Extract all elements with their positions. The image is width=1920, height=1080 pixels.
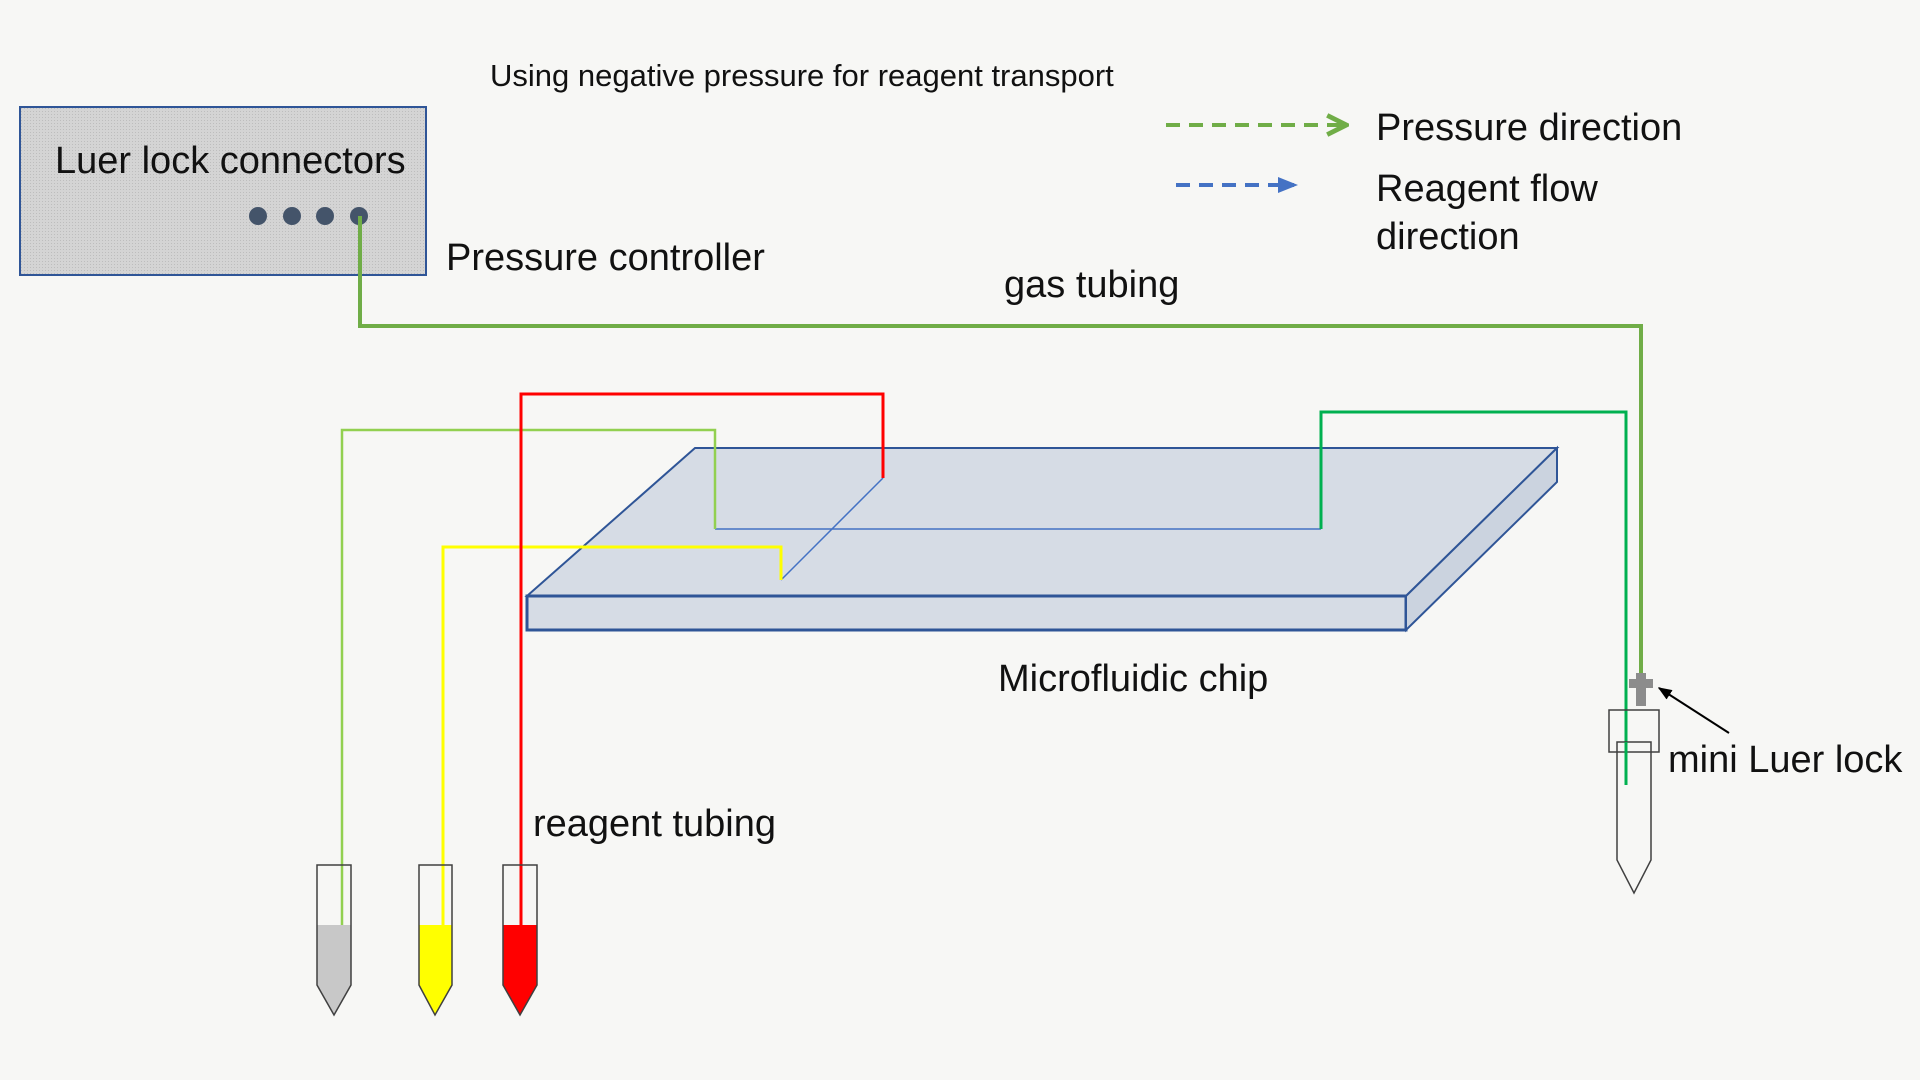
mini-luer-lock (1629, 673, 1653, 706)
mini-luer-lock-label: mini Luer lock (1668, 739, 1903, 781)
gas-tubing-line (358, 216, 1643, 690)
waste-tube (1608, 673, 1660, 895)
reagent-tube-red (502, 864, 538, 1017)
reagent-tubing-label: reagent tubing (533, 803, 776, 845)
red-reagent-tubing (519, 392, 885, 925)
chip-front-face (525, 594, 1408, 632)
luer-connector-2[interactable] (283, 207, 301, 225)
waste-tube-cap (1608, 709, 1660, 753)
reagent-tube-red-outline (502, 864, 538, 1017)
microfluidic-chip-label: Microfluidic chip (998, 658, 1269, 700)
luer-lock-connectors-label: Luer lock connectors (55, 140, 406, 182)
reagent-tube-yellow-outline (418, 864, 453, 1017)
mini-luer-pointer-arrow (1657, 687, 1730, 734)
waste-outlet-tubing (1319, 410, 1628, 785)
diagram-title: Using negative pressure for reagent tran… (490, 58, 1114, 93)
reagent-tube-gray-fill (317, 925, 351, 1015)
luer-connectors (249, 207, 368, 225)
legend-reagent-flow-label-line1: Reagent flow (1376, 168, 1598, 210)
microfluidic-chip (524, 445, 1560, 633)
reagent-tube-yellow (418, 864, 453, 1017)
chip-top-face (524, 447, 1560, 597)
reagent-tube-gray-outline (316, 864, 352, 1017)
chip-channel-diagonal (780, 477, 884, 581)
chip-side-face (1405, 445, 1558, 633)
waste-tube-body (1616, 741, 1652, 895)
luer-connector-1[interactable] (249, 207, 267, 225)
reagent-tube-gray (316, 864, 352, 1017)
luer-connector-3[interactable] (316, 207, 334, 225)
legend-reagent-flow-label-line2: direction (1376, 216, 1520, 258)
yellow-reagent-tubing (441, 545, 783, 925)
pressure-controller-label: Pressure controller (446, 237, 765, 279)
reagent-tube-red-fill (503, 925, 537, 1015)
gray-reagent-tubing (340, 428, 717, 925)
legend-pressure-direction-label: Pressure direction (1376, 107, 1683, 149)
reagent-tube-yellow-fill (419, 925, 452, 1015)
gas-tubing-label: gas tubing (1004, 264, 1180, 306)
pressure-controller-box (19, 106, 427, 276)
